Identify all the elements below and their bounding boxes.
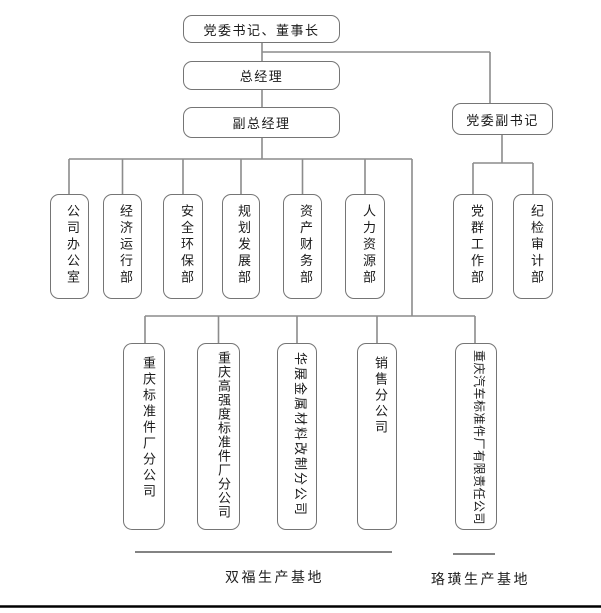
node-dept-discipline-audit: 纪检审计部 — [513, 194, 553, 299]
node-party-secretary-chairman: 党委书记、董事长 — [183, 15, 340, 43]
node-branch-cq-high-strength: 重庆高强度标准件厂分公司 — [197, 343, 240, 530]
node-dept-human-resources: 人力资源部 — [345, 194, 385, 299]
node-deputy-party-secretary: 党委副书记 — [452, 103, 553, 135]
node-dept-economic-operation: 经济运行部 — [103, 194, 142, 299]
node-dept-safety-environment: 安全环保部 — [163, 194, 203, 299]
node-dept-company-office: 公司办公室 — [50, 194, 89, 299]
connector-party-departments — [472, 135, 534, 194]
node-deputy-general-manager: 副总经理 — [183, 107, 340, 138]
node-dept-planning-development: 规划发展部 — [222, 194, 260, 299]
node-general-manager: 总经理 — [183, 61, 340, 90]
node-branch-huazhan-metal: 华展金属材料改制分公司 — [277, 343, 317, 530]
connector-branches — [144, 315, 476, 343]
node-branch-cq-auto-standard-parts: 重庆汽车标准件厂有限责任公司 — [455, 343, 497, 530]
label-shuangfu-production-base: 双福生产基地 — [225, 570, 324, 586]
node-dept-asset-finance: 资产财务部 — [283, 194, 322, 299]
node-dept-party-mass-work: 党群工作部 — [453, 194, 493, 299]
label-luohuang-production-base: 珞璜生产基地 — [431, 572, 530, 588]
node-branch-sales: 销售分公司 — [357, 343, 397, 530]
node-branch-cq-standard-parts: 重庆标准件厂分公司 — [123, 343, 165, 530]
